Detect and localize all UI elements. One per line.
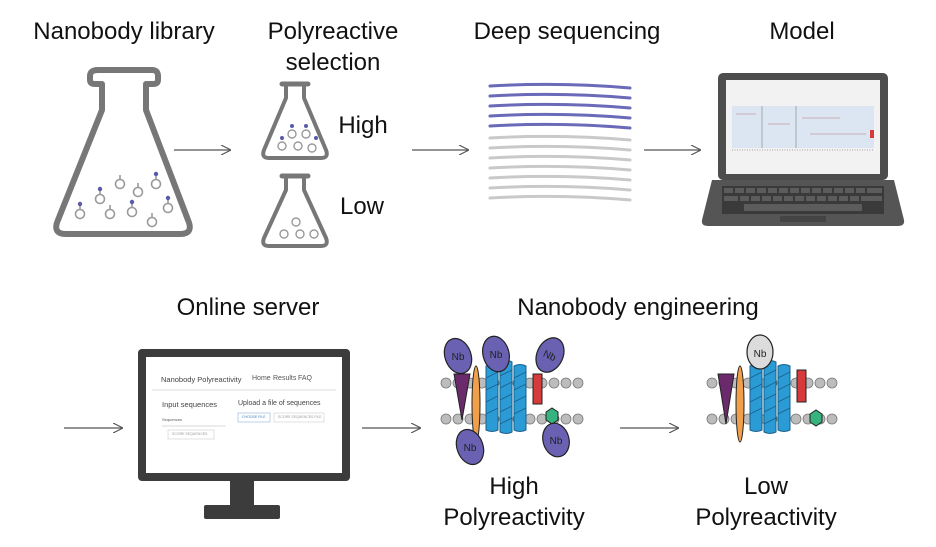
nb-antibody-icon: Nb	[746, 334, 774, 370]
svg-text:Nb: Nb	[464, 443, 477, 454]
laptop-icon	[701, 73, 905, 226]
score-sequences-button[interactable]: SCORE SEQUENCES	[172, 432, 208, 436]
sequences-field-label: Sequences	[162, 417, 183, 422]
model-title: Model	[769, 18, 835, 45]
score-file-button[interactable]: SCORE SEQUENCES FILE	[278, 415, 322, 419]
svg-text:Nb: Nb	[490, 350, 503, 361]
library-title: Nanobody library	[33, 18, 215, 45]
selection-title-line1: Polyreactive	[267, 18, 399, 45]
high-outcome-line1: High	[489, 473, 539, 500]
choose-file-button[interactable]: CHOOSE FILE	[242, 415, 266, 419]
high-outcome-line2: Polyreactivity	[443, 504, 585, 531]
nb-antibody-icon: Nb	[455, 428, 485, 466]
app-title: Nanobody Polyreactivity	[161, 375, 242, 384]
monitor-icon	[138, 349, 350, 519]
engineering-title: Nanobody engineering	[517, 294, 759, 321]
low-outcome-line1: Low	[743, 473, 789, 500]
nb-antibody-icon: Nb	[443, 337, 473, 375]
nav-results[interactable]: Results	[273, 375, 297, 382]
nav-faq[interactable]: FAQ	[298, 375, 313, 382]
high-polyreactivity-scene	[440, 360, 584, 443]
server-title: Online server	[176, 294, 320, 321]
high-label: High	[338, 112, 388, 139]
library-flask-icon	[53, 67, 193, 237]
low-polyreactivity-scene	[706, 360, 838, 443]
low-outcome-line2: Polyreactivity	[695, 504, 837, 531]
selection-title-line2: selection	[285, 49, 381, 76]
svg-text:Nb: Nb	[541, 349, 558, 365]
high-selection-flask-icon	[261, 81, 329, 160]
sequencing-reads-icon	[488, 82, 632, 202]
nb-antibody-icon: Nb	[482, 335, 510, 373]
nav-home[interactable]: Home	[252, 375, 271, 382]
input-sequences-heading: Input sequences	[162, 400, 218, 409]
svg-text:Nb: Nb	[550, 436, 563, 447]
upload-file-heading: Upload a file of sequences	[238, 400, 321, 407]
low-selection-flask-icon	[261, 173, 329, 248]
svg-text:Nb: Nb	[754, 349, 767, 360]
svg-text:Nb: Nb	[452, 352, 465, 363]
low-label: Low	[339, 193, 385, 220]
sequencing-title: Deep sequencing	[473, 18, 661, 45]
nb-antibody-icon: Nb	[542, 422, 570, 458]
nb-antibody-icon: Nb	[535, 337, 565, 373]
